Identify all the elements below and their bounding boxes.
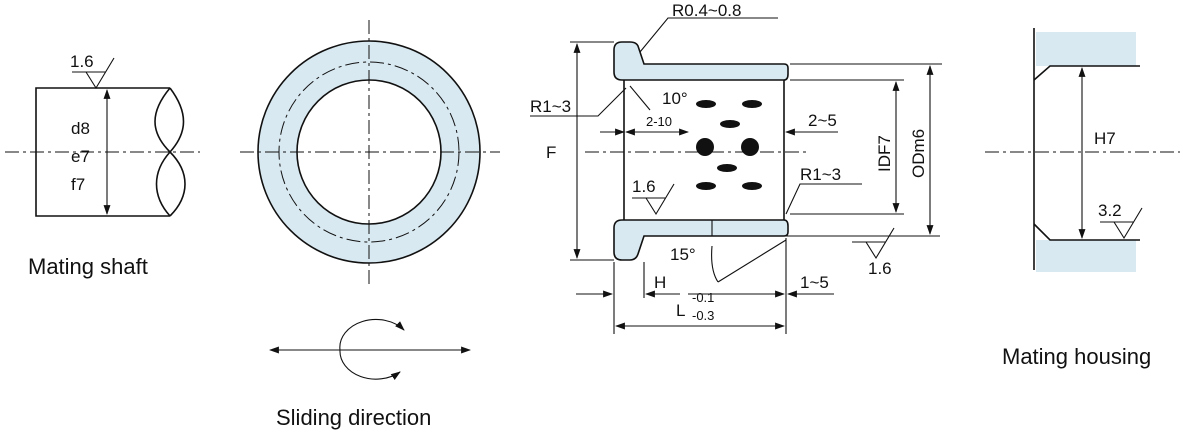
graphite-plugs: [696, 100, 762, 190]
housing-caption: Mating housing: [1002, 344, 1151, 369]
shaft-roughness-symbol: [72, 57, 115, 90]
length-label: L: [676, 301, 685, 320]
plug: [720, 120, 740, 128]
inner-roughness-symbol: [632, 183, 675, 216]
shaft-break-line-2: [155, 87, 185, 217]
bottom-angle-label: 15°: [670, 245, 696, 264]
inner-radius-leader: [530, 87, 627, 117]
plug: [742, 100, 762, 108]
length-tolerance-upper: -0.1: [692, 290, 714, 305]
shaft-roughness-value: 1.6: [70, 52, 94, 71]
housing-lower-wall: [1036, 240, 1136, 272]
flange-radius-label: R0.4~0.8: [672, 1, 741, 20]
plug: [696, 138, 714, 156]
plug: [696, 182, 716, 190]
plug: [741, 138, 759, 156]
id-tolerance-label: IDF7: [875, 135, 894, 172]
edge-gap-label: 2~5: [808, 111, 837, 130]
outer-roughness-value: 1.6: [868, 259, 892, 278]
mating-shaft-view: 1.6 d8 e7 f7 Mating shaft: [5, 52, 200, 279]
od-tolerance-label: ODm6: [909, 129, 928, 178]
shaft-body: [35, 87, 170, 217]
shaft-tolerance-1: d8: [71, 119, 90, 138]
bushing-section-view: F R0.4~0.8 R1~3 10° 2-10 2~5 1.6 R1~3 15…: [530, 1, 942, 334]
groove-width-label: 2-10: [646, 114, 672, 129]
bushing-upper-wall: [613, 41, 789, 81]
housing-bore-bottom: [1033, 223, 1140, 241]
top-angle-label: 10°: [662, 89, 688, 108]
ring-caption: Sliding direction: [276, 405, 431, 430]
flange-radius-leader: [639, 17, 778, 53]
bushing-lower-wall: [613, 219, 789, 261]
plug: [717, 164, 737, 172]
housing-tolerance: H7: [1094, 129, 1116, 148]
flange-label: F: [546, 143, 556, 162]
end-radius-label: R1~3: [800, 165, 841, 184]
housing-upper-wall: [1036, 32, 1136, 66]
rotary-sliding-arrow: [339, 318, 405, 380]
shaft-tolerance-2: e7: [71, 147, 90, 166]
outer-roughness-symbol: [784, 227, 940, 260]
bottom-angle-arc: [711, 220, 719, 283]
length-tolerance-lower: -0.3: [692, 308, 714, 323]
shaft-caption: Mating shaft: [28, 254, 148, 279]
shaft-tolerance-3: f7: [71, 175, 85, 194]
plug: [696, 100, 716, 108]
height-label: H: [654, 273, 666, 292]
ring-view: Sliding direction: [240, 20, 500, 430]
housing-bore-top: [1033, 65, 1140, 81]
end-radius-leader: [785, 183, 862, 215]
bottom-angle-line: [717, 239, 787, 283]
mating-housing-view: H7 3.2 Mating housing: [985, 28, 1180, 369]
plug: [742, 182, 762, 190]
end-offset-label: 1~5: [800, 273, 829, 292]
housing-roughness-value: 3.2: [1098, 201, 1122, 220]
inner-radius-label: R1~3: [530, 97, 571, 116]
inner-roughness-value: 1.6: [632, 177, 656, 196]
housing-roughness-symbol: [1100, 207, 1143, 240]
top-angle-line: [629, 85, 651, 111]
